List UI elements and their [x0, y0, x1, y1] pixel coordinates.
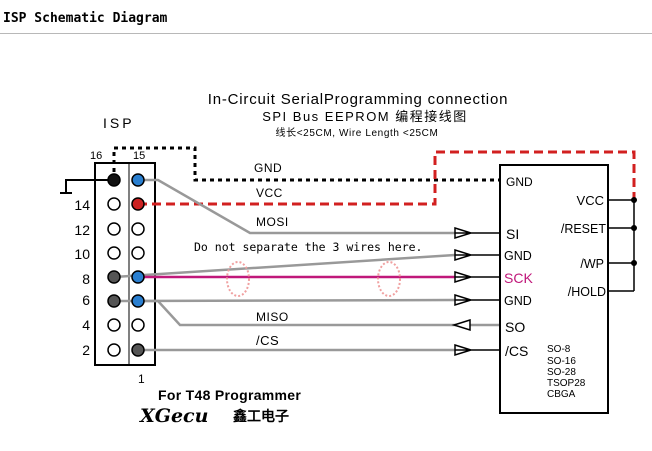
pin-8-gnd — [107, 270, 121, 284]
diagram-title: In-Circuit SerialProgramming connection — [208, 91, 508, 108]
pin-1-cs — [131, 343, 145, 357]
package-item: SO-28 — [547, 367, 576, 378]
gnd-twist-wire-2 — [113, 298, 456, 303]
vcc-wire-label: VCC — [256, 186, 283, 200]
gnd-wire-label: GND — [254, 161, 282, 175]
chip-pin-gnd: GND — [504, 249, 532, 263]
pin1-label: 1 — [138, 372, 145, 386]
pin-4 — [107, 318, 121, 332]
pin-3 — [131, 318, 145, 332]
pin-7-sck — [131, 270, 145, 284]
pin15-label: 15 — [133, 150, 145, 162]
junction-dot — [631, 260, 637, 266]
gnd-arrow — [454, 293, 500, 307]
gnd-dashed-wire — [112, 146, 500, 182]
ground-wire — [65, 179, 114, 193]
isp-header-inner-column — [128, 162, 156, 366]
pin-number: 10 — [74, 246, 90, 262]
cs-arrow — [454, 343, 500, 357]
pin-number: 6 — [82, 292, 90, 308]
gnd-arrow — [454, 248, 500, 262]
miso-wire — [138, 299, 500, 327]
pin-number: 12 — [74, 222, 90, 238]
pin-13-vcc — [131, 197, 145, 211]
so-arrow — [451, 318, 471, 332]
pin-5-miso — [131, 294, 145, 308]
chip-pin-hold: /HOLD — [568, 285, 606, 299]
diagram-subtitle: SPI Bus EEPROM 编程接线图 — [262, 109, 468, 124]
twist-marker-ellipse — [377, 261, 401, 297]
package-item: TSOP28 — [547, 378, 586, 389]
pin-number: 2 — [82, 342, 90, 358]
pin-14 — [107, 197, 121, 211]
programmer-label: For T48 Programmer — [158, 387, 301, 403]
pin16-label: 16 — [90, 150, 102, 162]
page-title: ISP Schematic Diagram — [3, 11, 168, 26]
package-item: SO-8 — [547, 344, 571, 355]
vcc-dashed-wire — [138, 150, 636, 206]
brand-cn-logo: 鑫工电子 — [232, 408, 289, 424]
pin-12 — [107, 222, 121, 236]
cs-wire-label: /CS — [256, 333, 279, 348]
pin-number: 8 — [82, 271, 90, 287]
chip-pin-gnd: GND — [506, 175, 533, 189]
mosi-wire-label: MOSI — [256, 215, 289, 229]
length-note: 线长<25CM, Wire Length <25CM — [276, 126, 439, 139]
pin-16-gnd — [107, 173, 121, 187]
isp-header-connector — [94, 162, 156, 366]
isp-pins — [107, 173, 145, 357]
pin-2 — [107, 343, 121, 357]
twist-marker-ellipse — [226, 261, 250, 297]
pin-number: 4 — [82, 317, 90, 333]
pin-10 — [107, 246, 121, 260]
eeprom-chip — [499, 164, 609, 414]
chip-pin-sck: SCK — [504, 270, 533, 286]
isp-label: ISP — [103, 115, 135, 131]
gnd-twist-wire-1 — [113, 253, 456, 279]
chip-pin-gnd: GND — [504, 294, 532, 308]
pin-9 — [131, 246, 145, 260]
miso-wire-label: MISO — [256, 310, 289, 324]
twist-note: Do not separate the 3 wires here. — [194, 240, 422, 254]
pin-15-mosi — [131, 173, 145, 187]
junction-dot — [631, 197, 637, 203]
si-arrow — [454, 226, 500, 240]
pin-11 — [131, 222, 145, 236]
header-bar: ISP Schematic Diagram — [0, 0, 652, 34]
package-item: SO-16 — [547, 356, 576, 367]
chip-pin-vcc: VCC — [577, 193, 604, 208]
chip-pin-reset: /RESET — [561, 222, 607, 236]
chip-pin-cs: /CS — [505, 343, 528, 359]
junction-dot — [631, 225, 637, 231]
chip-pin-wp: /WP — [580, 257, 604, 271]
chip-pin-si: SI — [506, 226, 519, 242]
pin-number: 14 — [74, 197, 90, 213]
brand-logo: XGecu — [139, 405, 208, 427]
sck-arrow — [454, 270, 500, 284]
mosi-wire — [138, 178, 455, 235]
chip-pin-so: SO — [505, 319, 525, 335]
package-item: CBGA — [547, 389, 576, 400]
pin-6-gnd — [107, 294, 121, 308]
